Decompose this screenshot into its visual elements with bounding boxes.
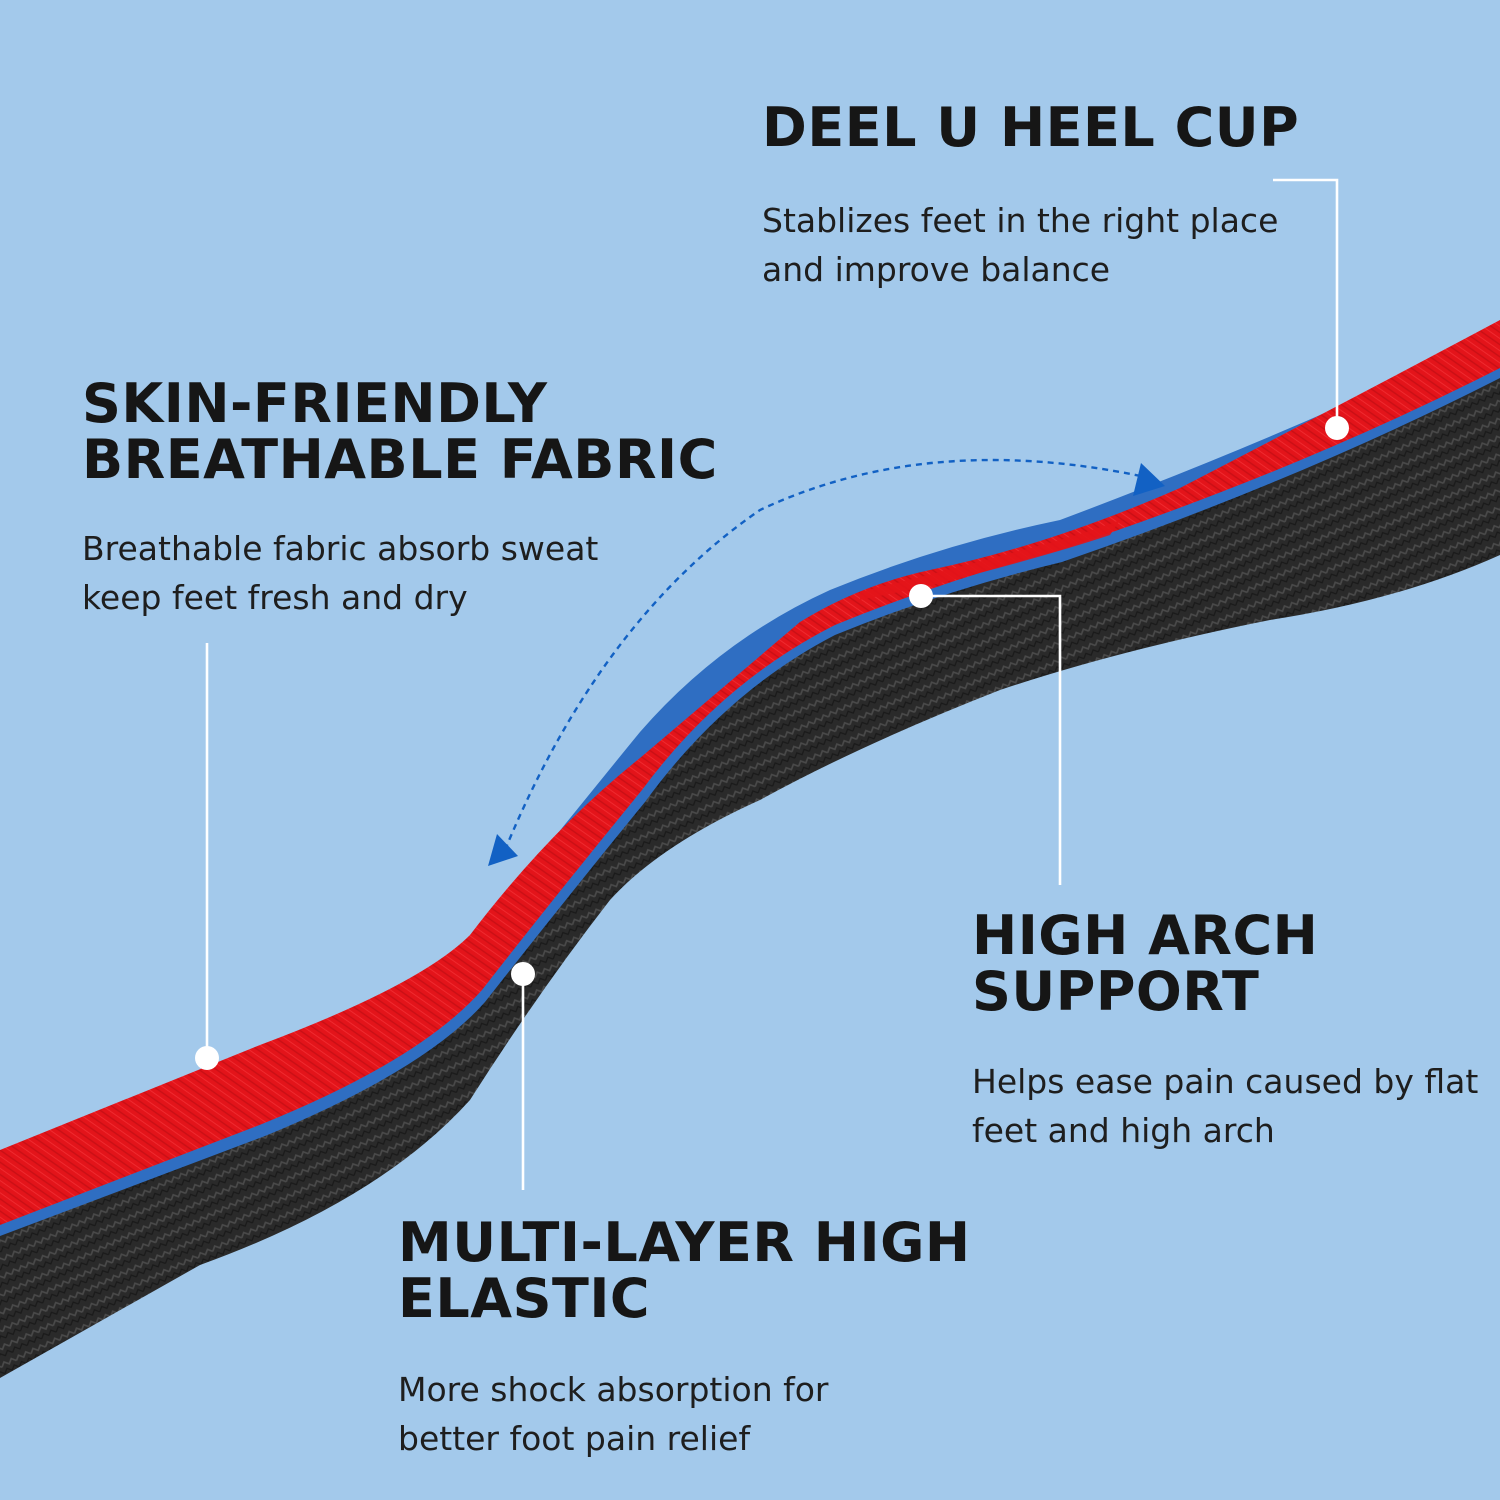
fabric-desc-line-1: Breathable fabric absorb sweat	[82, 529, 599, 568]
elastic-feature: MULTI-LAYER HIGH ELASTIC More shock abso…	[398, 1215, 971, 1463]
heel-cup-title: DEEL U HEEL CUP	[762, 100, 1299, 156]
elastic-title-line-1: MULTI-LAYER HIGH	[398, 1211, 971, 1274]
elastic-title: MULTI-LAYER HIGH ELASTIC	[398, 1215, 971, 1327]
insole-fabric-edge	[860, 520, 1120, 600]
insole-fabric-top	[0, 320, 1500, 1225]
heel-cup-callout-dot	[1325, 416, 1349, 440]
fabric-callout-dot	[195, 1046, 219, 1070]
insole-base-layer	[0, 365, 1500, 1378]
elastic-desc-line-1: More shock absorption for	[398, 1370, 829, 1409]
elastic-title-line-2: ELASTIC	[398, 1267, 651, 1330]
heel-cup-leader-line	[1273, 178, 1339, 428]
fabric-title-line-2: BREATHABLE FABRIC	[82, 428, 718, 491]
arch-title: HIGH ARCH SUPPORT	[972, 908, 1478, 1020]
arrow-head-left-icon	[488, 834, 518, 866]
heel-cup-desc-line-2: and improve balance	[762, 250, 1111, 289]
arch-desc-line-1: Helps ease pain caused by flat	[972, 1062, 1479, 1101]
arch-title-line-2: SUPPORT	[972, 960, 1260, 1023]
fabric-desc-line-2: keep feet fresh and dry	[82, 578, 468, 617]
arch-feature: HIGH ARCH SUPPORT Helps ease pain caused…	[972, 908, 1478, 1155]
heel-cup-feature: DEEL U HEEL CUP Stablizes feet in the ri…	[762, 100, 1299, 294]
fabric-feature: SKIN-FRIENDLY BREATHABLE FABRIC Breathab…	[82, 376, 718, 622]
heel-cup-title-line-1: DEEL U HEEL CUP	[762, 96, 1300, 159]
heel-cup-description: Stablizes feet in the right place and im…	[762, 196, 1299, 294]
fabric-title: SKIN-FRIENDLY BREATHABLE FABRIC	[82, 376, 718, 488]
arrow-head-right-icon	[1133, 463, 1165, 496]
heel-cup-desc-line-1: Stablizes feet in the right place	[762, 201, 1279, 240]
elastic-desc-line-2: better foot pain relief	[398, 1419, 751, 1458]
arch-desc-line-2: feet and high arch	[972, 1111, 1275, 1150]
elastic-description: More shock absorption for better foot pa…	[398, 1365, 971, 1463]
fabric-title-line-1: SKIN-FRIENDLY	[82, 372, 548, 435]
dashed-arrow-path	[503, 458, 1151, 851]
arch-description: Helps ease pain caused by flat feet and …	[972, 1057, 1478, 1155]
arch-leader-line	[921, 594, 1062, 885]
fabric-description: Breathable fabric absorb sweat keep feet…	[82, 524, 718, 622]
arch-title-line-1: HIGH ARCH	[972, 904, 1319, 967]
elastic-callout-dot	[511, 962, 535, 986]
arch-callout-dot	[909, 584, 933, 608]
